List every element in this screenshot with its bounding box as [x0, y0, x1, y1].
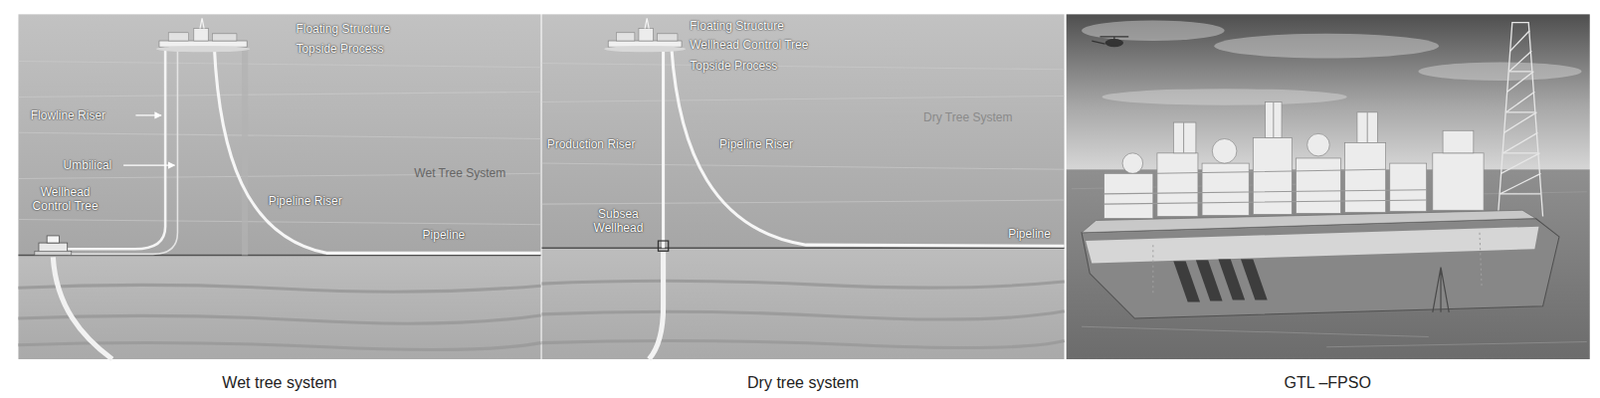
ship-hull — [1081, 209, 1560, 319]
panel-caption: Wet tree system — [221, 373, 337, 393]
part-label: Pipeline — [1007, 226, 1051, 241]
soil-layers — [542, 280, 1065, 348]
subsea-wellhead — [657, 240, 668, 251]
flowline-riser — [67, 46, 166, 249]
leader-line — [135, 114, 162, 116]
part-label: Pipeline Riser — [719, 137, 794, 152]
part-label: Umbilical — [63, 158, 113, 173]
pipeline-riser — [213, 46, 541, 253]
part-label: Wellhead Control Tree — [22, 185, 109, 213]
well-bore — [52, 256, 112, 360]
derrick — [1497, 22, 1543, 217]
sea-water — [542, 13, 1065, 248]
wet-tree-panel — [17, 13, 541, 360]
part-label: Topside Process — [689, 58, 778, 73]
system-label: Wet Tree System — [413, 166, 506, 181]
umbilical-line — [67, 46, 179, 254]
part-label: Floating Structure — [295, 21, 391, 36]
soil-layers — [17, 284, 541, 350]
part-label: Wellhead Control Tree — [689, 37, 808, 52]
part-label: Subsea Wellhead — [582, 206, 656, 235]
production-riser — [661, 46, 665, 248]
panel-caption: GTL –FPSO — [1283, 373, 1371, 393]
dry-tree-panel — [542, 13, 1065, 360]
wellhead-tree — [34, 235, 72, 255]
pipeline-riser — [671, 46, 1065, 246]
topside-modules — [1104, 102, 1484, 219]
seabed-soil — [542, 247, 1065, 360]
floating-structure — [156, 17, 250, 52]
panel-caption: Dry tree system — [747, 373, 859, 393]
topside-pipes — [1104, 102, 1427, 205]
sea-water — [17, 13, 541, 255]
fpso-panel — [1066, 13, 1591, 360]
leader-line — [123, 165, 175, 167]
seabed-line — [542, 246, 1065, 249]
water-streaks — [542, 63, 1065, 205]
helicopter — [1091, 36, 1129, 47]
seabed-soil — [17, 254, 541, 360]
part-label: Pipeline — [422, 227, 466, 242]
part-label: Flowline Riser — [30, 108, 106, 123]
system-label: Dry Tree System — [923, 110, 1012, 125]
well-bore — [648, 251, 663, 360]
tendon — [241, 46, 248, 255]
part-label: Production Riser — [547, 137, 636, 152]
part-label: Pipeline Riser — [268, 194, 343, 208]
floating-structure — [603, 17, 686, 52]
tripod-buoy — [1432, 267, 1449, 313]
part-label: Topside Process — [295, 41, 384, 56]
water-streaks — [17, 61, 541, 225]
part-label: Floating Structure — [689, 18, 785, 33]
